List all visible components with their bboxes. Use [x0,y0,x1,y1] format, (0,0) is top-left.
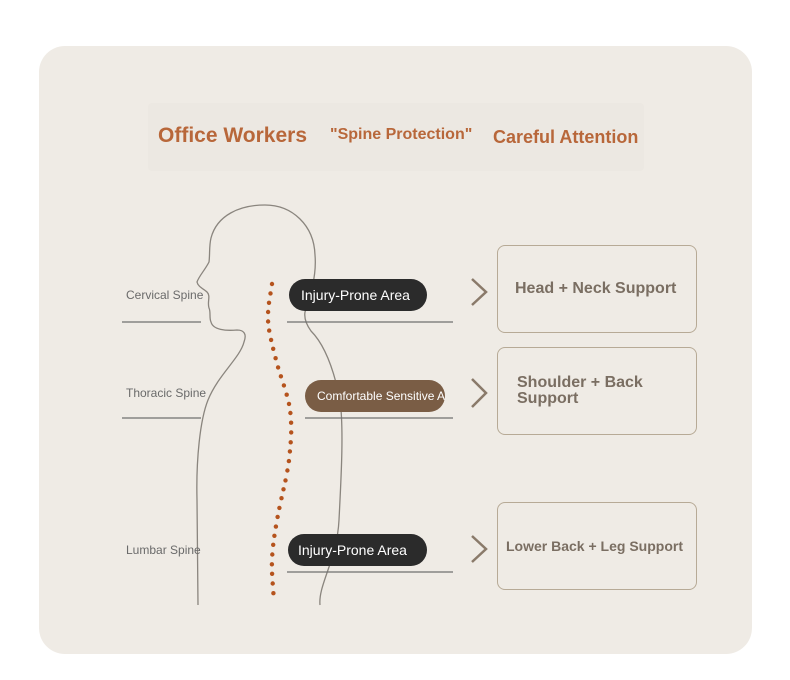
spine-dot [286,401,292,407]
spine-dot [288,410,293,416]
spine-dot [288,440,293,445]
spine-dot [271,591,276,596]
support-label-shoulder-back: Shoulder + Back Support [517,374,643,407]
spine-dot [273,356,278,361]
support-label-head-neck: Head + Neck Support [515,280,677,297]
spine-dot [269,281,275,287]
spine-dot [281,487,286,492]
spine-dots-icon [265,281,294,596]
spine-dot [272,533,277,538]
spine-dot [269,562,275,567]
support-box-head-neck: Head + Neck Support [497,245,697,333]
spine-label-thoracic: Thoracic Spine [126,386,207,400]
title-spine-protection: "Spine Protection" [330,126,473,143]
spine-dot [269,571,275,576]
title-office-workers: Office Workers [158,124,307,147]
spine-dot [275,514,280,520]
spine-dot [271,542,276,547]
area-pill-cervical: Injury-Prone Area [289,279,427,311]
spine-dot [288,420,294,425]
spine-dot [268,337,274,343]
spine-dot [270,581,275,586]
area-pill-thoracic: Comfortable Sensitive Area [305,380,445,412]
spine-dot [278,374,284,379]
spine-dot [284,392,289,397]
spine-label-lumbar: Lumbar Spine [126,543,201,557]
title-band [148,103,644,171]
spine-dot [270,552,275,557]
spine-dot [281,383,287,388]
spine-dot [279,496,284,501]
chevron-right-icon [471,278,488,306]
spine-dot [285,468,290,473]
spine-dot [268,291,273,296]
spine-dot [277,505,282,511]
spine-dot [266,300,272,305]
support-box-shoulder-back: Shoulder + Back Support [497,347,697,435]
body-outline-icon [196,204,343,606]
chevron-right-icon [471,535,488,563]
support-label-lower-back-leg: Lower Back + Leg Support [506,538,683,554]
area-pill-lumbar: Injury-Prone Area [288,534,427,566]
spine-dot [283,478,288,483]
spine-dot [273,524,279,529]
spine-dot [286,458,292,464]
spine-dot [271,346,276,351]
spine-dot [265,319,271,324]
spine-dot [289,430,294,435]
spine-label-cervical: Cervical Spine [126,288,204,302]
spine-dot [287,449,293,454]
title-careful-attention: Careful Attention [493,127,639,147]
spine-dot [265,309,271,315]
chevron-right-icon [471,378,488,408]
support-box-lower-back-leg: Lower Back + Leg Support [497,502,697,590]
spine-dot [267,328,272,333]
spine-dot [275,365,281,370]
